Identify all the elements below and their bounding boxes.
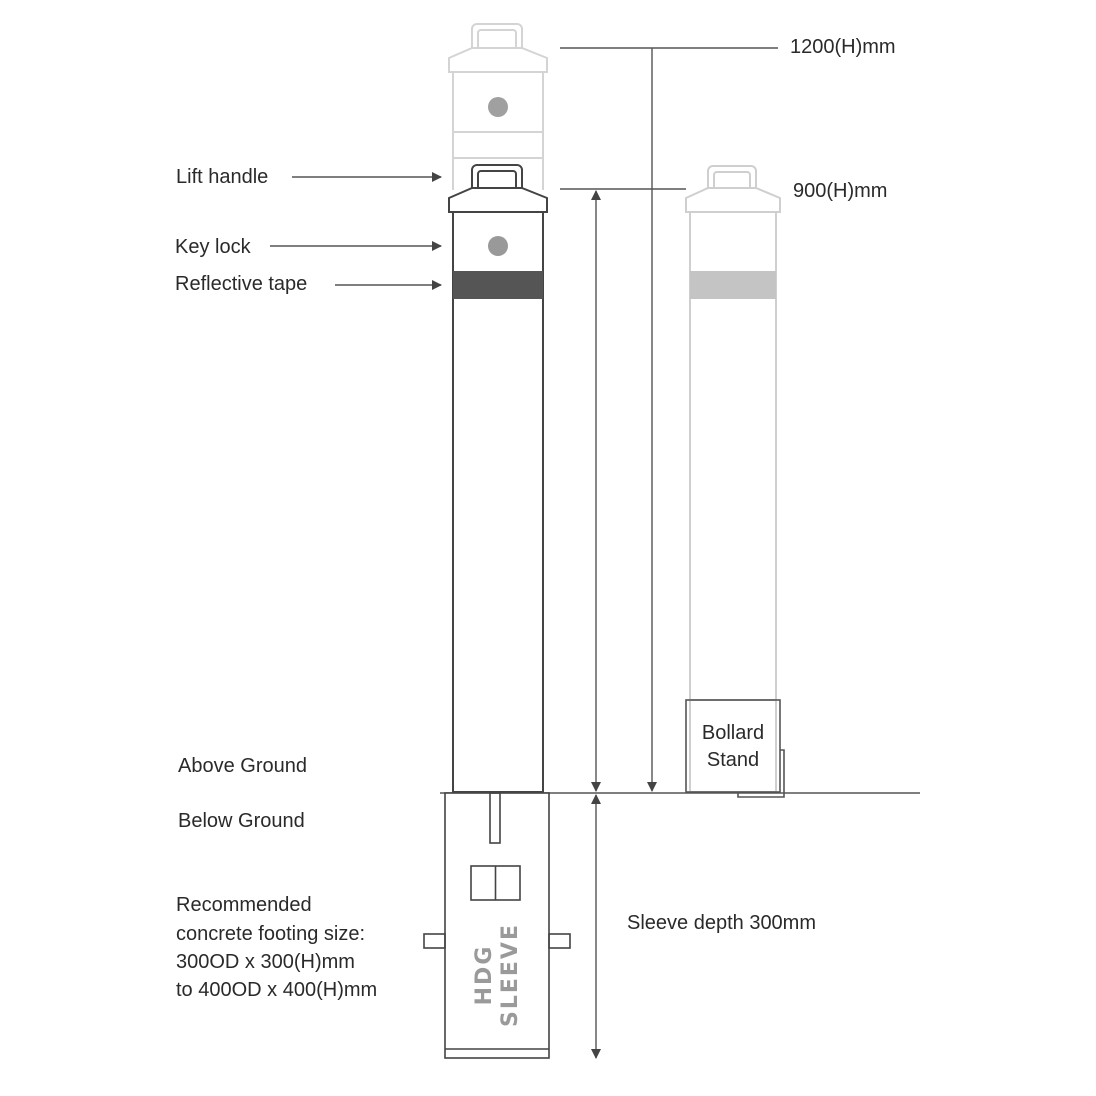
lift-handle-label: Lift handle	[176, 166, 268, 188]
key-lock-label: Key lock	[175, 236, 252, 258]
raised-bollard-ghost	[448, 23, 548, 190]
bollard-body	[452, 211, 544, 793]
key-lock-ghost-icon	[488, 97, 508, 117]
main-bollard	[448, 164, 548, 793]
bollard-stand-label-2: Stand	[707, 749, 759, 771]
reflective-tape-ghost	[690, 271, 776, 299]
sleeve-text-sleeve: SLEEVE	[498, 923, 523, 1027]
height-900-label: 900(H)mm	[793, 180, 887, 202]
bollard-stand-label-1: Bollard	[702, 722, 764, 744]
bollard-stand	[685, 699, 785, 798]
bollard-cap	[448, 187, 548, 213]
sleeve-depth-label: Sleeve depth 300mm	[627, 912, 816, 934]
reflective-tape	[453, 271, 543, 299]
footing-label-1: Recommended	[176, 894, 312, 916]
height-1200-label: 1200(H)mm	[790, 36, 896, 58]
hdg-sleeve	[423, 792, 571, 1059]
key-lock-icon	[488, 236, 508, 256]
bollard-on-stand	[685, 165, 781, 793]
reflective-tape-label: Reflective tape	[175, 273, 307, 295]
footing-label-4: to 400OD x 400(H)mm	[176, 979, 377, 1001]
above-ground-label: Above Ground	[178, 755, 307, 777]
footing-label-2: concrete footing size:	[176, 923, 365, 945]
footing-label-3: 300OD x 300(H)mm	[176, 951, 355, 973]
sleeve-text-hdg: HDG	[472, 945, 497, 1006]
dimension-lines	[270, 47, 778, 1059]
below-ground-label: Below Ground	[178, 810, 305, 832]
